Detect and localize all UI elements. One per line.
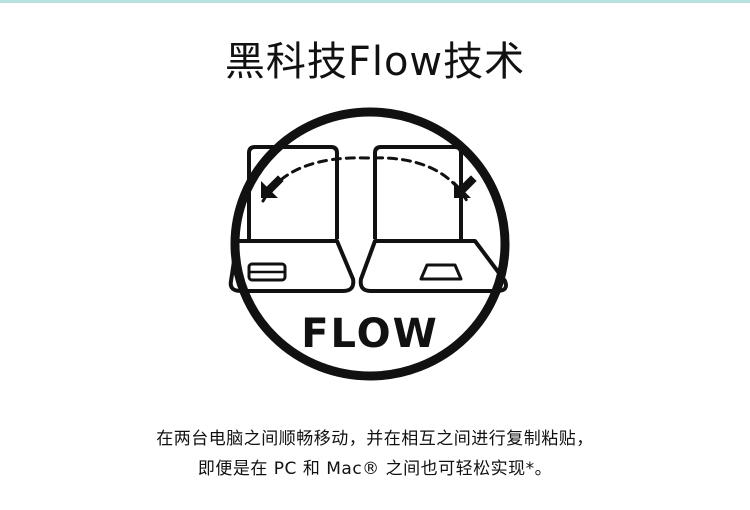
trackpad-icon — [247, 262, 287, 282]
cursor-arrow-icon — [454, 175, 477, 198]
flow-badge: FLOW — [228, 107, 510, 381]
description-line: 即便是在 PC 和 Mac® 之间也可轻松实现*。 — [197, 459, 553, 479]
trackpad-icon — [419, 263, 463, 281]
description: 在两台电脑之间顺畅移动，并在相互之间进行复制粘贴， 即便是在 PC 和 Mac®… — [0, 424, 750, 484]
cursor-arrow-icon — [261, 175, 284, 198]
description-line: 在两台电脑之间顺畅移动，并在相互之间进行复制粘贴， — [156, 429, 594, 449]
page-title: 黑科技Flow技术 — [224, 39, 526, 85]
laptop-right-icon — [358, 145, 508, 293]
flow-label: FLOW — [301, 311, 439, 357]
dashed-arc-icon — [261, 156, 469, 203]
top-border — [0, 0, 750, 3]
laptop-left-icon — [228, 145, 356, 293]
